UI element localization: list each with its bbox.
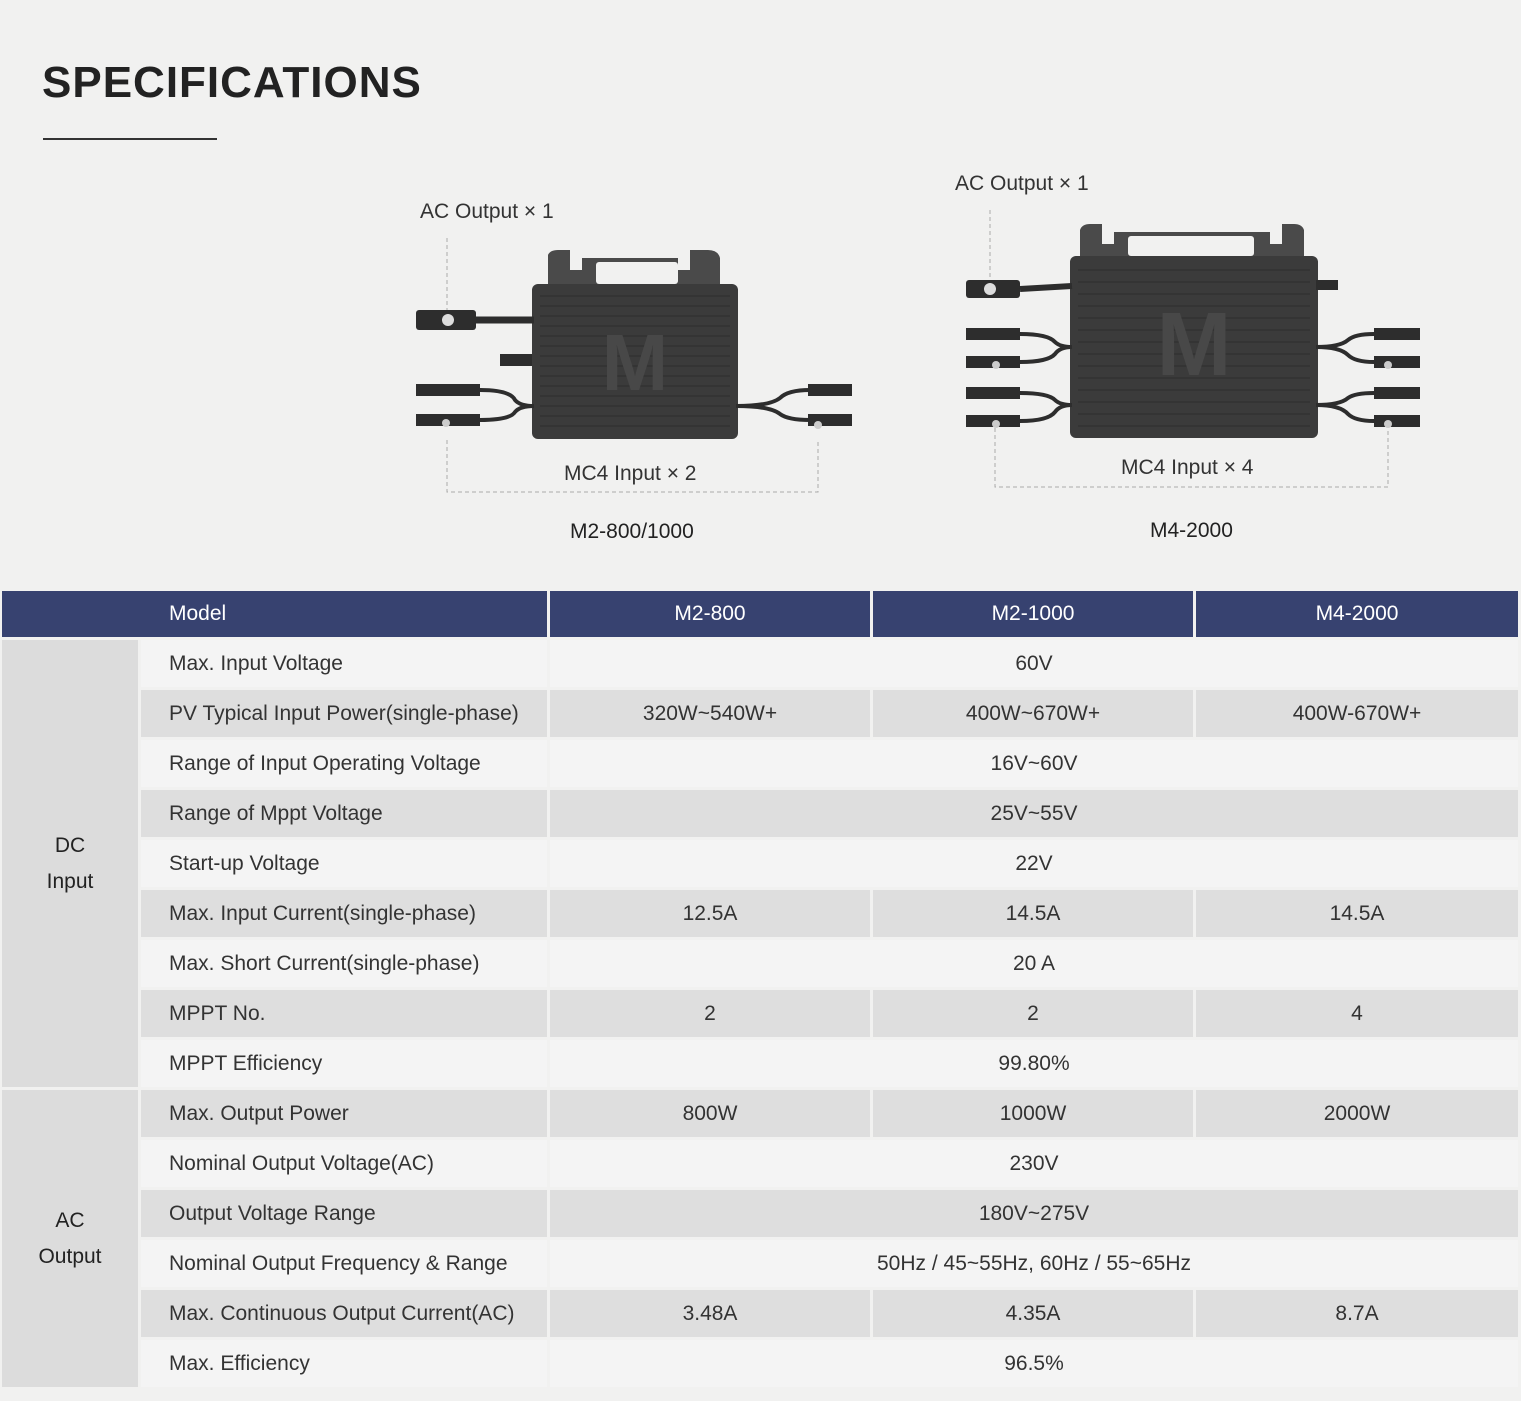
spec-value: 400W-670W+ (1196, 690, 1519, 737)
table-row: PV Typical Input Power(single-phase)320W… (2, 690, 1519, 737)
spec-value: 2 (873, 990, 1194, 1037)
table-row: Max. Short Current(single-phase)20 A (2, 940, 1519, 987)
spec-value: 50Hz / 45~55Hz, 60Hz / 55~65Hz (550, 1240, 1519, 1287)
group-label: DC Input (2, 640, 138, 1087)
spec-value: 800W (550, 1090, 871, 1137)
spec-label: Max. Input Current(single-phase) (141, 890, 548, 937)
specifications-section: SPECIFICATIONS AC Output × 1 M (0, 0, 1521, 588)
mc4-input-callout-m4: MC4 Input × 4 (1121, 456, 1254, 479)
ac-output-callout-m2: AC Output × 1 (420, 200, 554, 223)
column-header: M4-2000 (1196, 591, 1519, 637)
spec-value: 16V~60V (550, 740, 1519, 787)
spec-label: MPPT Efficiency (141, 1040, 548, 1087)
spec-label: Start-up Voltage (141, 840, 548, 887)
page-title: SPECIFICATIONS (42, 58, 422, 107)
spec-value: 3.48A (550, 1290, 871, 1337)
spec-label: Range of Input Operating Voltage (141, 740, 548, 787)
spec-value: 14.5A (873, 890, 1194, 937)
spec-value: 60V (550, 640, 1519, 687)
group-label-line: Output (38, 1244, 102, 1268)
spec-value: 14.5A (1196, 890, 1519, 937)
svg-text:M: M (1157, 295, 1232, 395)
spec-value: 96.5% (550, 1340, 1519, 1387)
spec-label: Max. Input Voltage (141, 640, 548, 687)
spec-label: Max. Efficiency (141, 1340, 548, 1387)
ac-output-callout-m4: AC Output × 1 (955, 172, 1089, 195)
spec-value: 12.5A (550, 890, 871, 937)
diagram-caption-m2: M2-800/1000 (570, 520, 694, 543)
svg-text:M: M (602, 318, 669, 407)
microinverter-m2-illustration: M (416, 238, 852, 493)
column-header: M2-800 (550, 591, 871, 637)
spec-value: 4 (1196, 990, 1519, 1037)
diagram-caption-m4: M4-2000 (1150, 519, 1233, 542)
spec-value: 2 (550, 990, 871, 1037)
spec-label: Output Voltage Range (141, 1190, 548, 1237)
title-underline (43, 138, 217, 140)
spec-label: MPPT No. (141, 990, 548, 1037)
spec-value: 180V~275V (550, 1190, 1519, 1237)
spec-label: Range of Mppt Voltage (141, 790, 548, 837)
spec-value: 25V~55V (550, 790, 1519, 837)
spec-value: 22V (550, 840, 1519, 887)
spec-value: 2000W (1196, 1090, 1519, 1137)
spec-label: Max. Continuous Output Current(AC) (141, 1290, 548, 1337)
model-column-header: Model (2, 591, 548, 637)
group-label-line: Input (46, 869, 94, 893)
spec-label: Max. Output Power (141, 1090, 548, 1137)
spec-value: 1000W (873, 1090, 1194, 1137)
spec-value: 99.80% (550, 1040, 1519, 1087)
spec-value: 8.7A (1196, 1290, 1519, 1337)
spec-label: Nominal Output Voltage(AC) (141, 1140, 548, 1187)
spec-value: 4.35A (873, 1290, 1194, 1337)
mc4-input-callout-m2: MC4 Input × 2 (564, 462, 697, 485)
column-header: M2-1000 (873, 591, 1194, 637)
group-label-line: AC (55, 1208, 85, 1232)
microinverter-m4-illustration: M (966, 210, 1420, 488)
spec-value: 400W~670W+ (873, 690, 1194, 737)
table-header-row: Model M2-800 M2-1000 M4-2000 (2, 591, 1519, 637)
group-label: AC Output (2, 1090, 138, 1387)
spec-value: 230V (550, 1140, 1519, 1187)
group-label-line: DC (54, 833, 86, 857)
spec-value: 20 A (550, 940, 1519, 987)
table-row: Nominal Output Voltage(AC)230V (2, 1140, 1519, 1187)
spec-value: 320W~540W+ (550, 690, 871, 737)
spec-label: Nominal Output Frequency & Range (141, 1240, 548, 1287)
spec-label: Max. Short Current(single-phase) (141, 940, 548, 987)
spec-label: PV Typical Input Power(single-phase) (141, 690, 548, 737)
